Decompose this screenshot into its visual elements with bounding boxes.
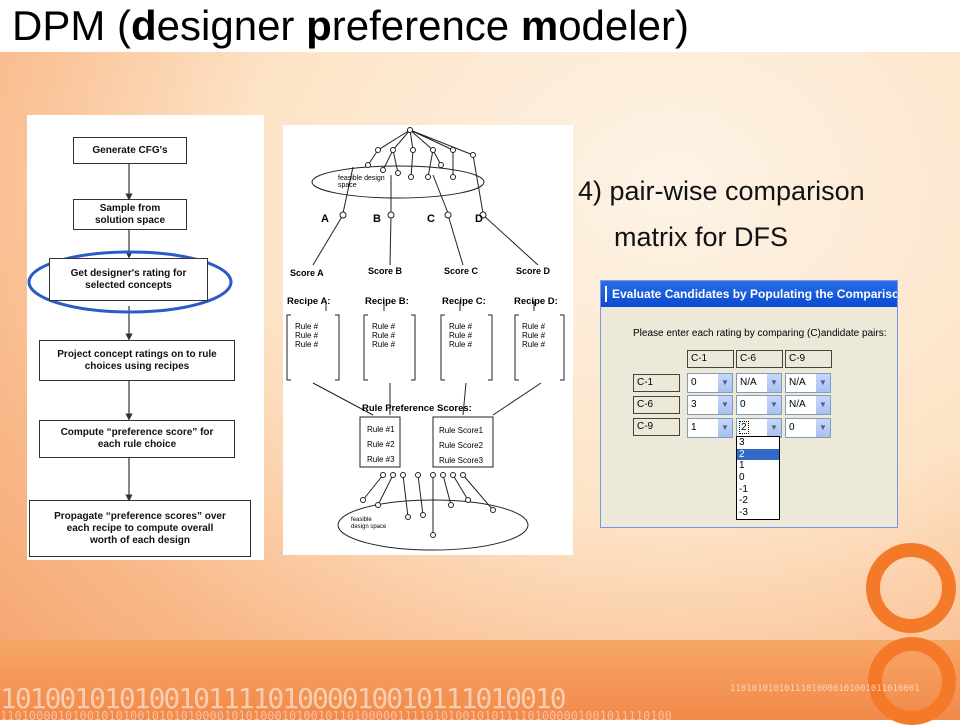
comparison-window: Evaluate Candidates by Populating the Co… xyxy=(600,280,898,528)
chevron-down-icon[interactable]: ▼ xyxy=(718,419,732,437)
recipe-b-rules: Rule #Rule #Rule # xyxy=(372,322,395,349)
rule-num: Rule #3 xyxy=(367,455,395,464)
flowchart-panel: Generate CFG's Sample from solution spac… xyxy=(27,115,264,560)
rule-line: Rule # xyxy=(295,340,319,349)
score-c: Score C xyxy=(444,266,479,276)
rule-line: Rule # xyxy=(522,331,546,340)
slide-title: DPM (designer preference modeler) xyxy=(12,2,689,49)
col-header-c6: C-6 xyxy=(736,350,783,368)
col-header-c9: C-9 xyxy=(785,350,832,368)
rule-num-list: Rule #1 Rule #2 Rule #3 xyxy=(367,422,395,467)
window-titlebar[interactable]: Evaluate Candidates by Populating the Co… xyxy=(601,281,897,307)
feasible-label-bottom: feasible design space xyxy=(351,517,387,530)
rule-score: Rule Score2 xyxy=(439,441,484,450)
rule-line: Rule # xyxy=(295,322,319,331)
rule-line: Rule # xyxy=(449,322,473,331)
dropdown-option[interactable]: -1 xyxy=(739,483,748,495)
row-header-c6: C-6 xyxy=(633,396,680,414)
feasible-label-top: feasible design space xyxy=(338,175,385,189)
decorative-circle-top xyxy=(866,543,956,633)
rating-combo-c1-c6[interactable]: N/A▼ xyxy=(736,373,782,393)
row-header-c1: C-1 xyxy=(633,374,680,392)
rule-line: Rule # xyxy=(522,340,546,349)
highlight-ellipse xyxy=(27,250,233,314)
rating-combo-c6-c1[interactable]: 3▼ xyxy=(687,395,733,415)
flow-step-2: Sample from solution space xyxy=(73,199,187,230)
rule-line: Rule # xyxy=(449,331,473,340)
rating-dropdown-list[interactable]: 3 2 1 0 -1 -2 -3 xyxy=(736,436,780,520)
chevron-down-icon[interactable]: ▼ xyxy=(816,396,830,414)
tree-graphic xyxy=(286,127,565,551)
node-d: D xyxy=(475,213,483,225)
rating-combo-c9-c9[interactable]: 0▼ xyxy=(785,418,831,438)
point-line-2: matrix for DFS xyxy=(614,222,789,252)
recipe-b: Recipe B: xyxy=(365,296,409,307)
rule-pref-title: Rule Preference Scores: xyxy=(362,403,472,414)
chevron-down-icon[interactable]: ▼ xyxy=(718,374,732,392)
node-b: B xyxy=(373,213,381,225)
binary-decoration: 10100101010010111101000010010111010010 xyxy=(0,682,567,715)
rule-line: Rule # xyxy=(372,331,396,340)
recipe-diagram: feasible design space A B C D Score A Sc… xyxy=(283,125,573,555)
rating-combo-c1-c9[interactable]: N/A▼ xyxy=(785,373,831,393)
footer-band xyxy=(0,640,960,720)
flowchart-arrows xyxy=(27,164,233,502)
flow-step-3: Get designer's rating for selected conce… xyxy=(49,258,208,301)
recipe-a: Recipe A: xyxy=(287,296,331,307)
row-header-c9: C-9 xyxy=(633,418,680,436)
rating-combo-c6-c9[interactable]: N/A▼ xyxy=(785,395,831,415)
dropdown-option[interactable]: 0 xyxy=(739,472,745,484)
chevron-down-icon[interactable]: ▼ xyxy=(718,396,732,414)
dropdown-option[interactable]: 3 xyxy=(739,437,745,448)
chevron-down-icon[interactable]: ▼ xyxy=(767,396,781,414)
col-header-c1: C-1 xyxy=(687,350,734,368)
dropdown-option[interactable]: -2 xyxy=(739,495,748,507)
chevron-down-icon[interactable]: ▼ xyxy=(816,419,830,437)
rule-line: Rule # xyxy=(295,331,319,340)
rule-line: Rule # xyxy=(372,322,396,331)
rating-combo-c6-c6[interactable]: 0▼ xyxy=(736,395,782,415)
rule-line: Rule # xyxy=(449,340,473,349)
score-d: Score D xyxy=(516,266,551,276)
flow-step-1: Generate CFG's xyxy=(73,137,187,164)
dropdown-option-selected[interactable]: 2 xyxy=(737,448,779,461)
rule-num: Rule #1 xyxy=(367,425,395,434)
rating-combo-c1-c1[interactable]: 0▼ xyxy=(687,373,733,393)
node-a: A xyxy=(321,213,329,225)
binary-decoration-small: 11010101010111010000101001011010001 xyxy=(730,684,920,694)
flow-step-4: Project concept ratings on to rule choic… xyxy=(39,340,235,381)
rule-line: Rule # xyxy=(372,340,396,349)
chevron-down-icon[interactable]: ▼ xyxy=(767,419,781,437)
recipe-c: Recipe C: xyxy=(442,296,486,307)
recipe-c-rules: Rule #Rule #Rule # xyxy=(449,322,472,349)
point-line-1: 4) pair-wise comparison xyxy=(578,176,865,206)
recipe-d: Recipe D: xyxy=(514,296,558,307)
flow-step-5: Compute “preference score” for each rule… xyxy=(39,420,235,458)
rule-num: Rule #2 xyxy=(367,440,395,449)
window-prompt: Please enter each rating by comparing (C… xyxy=(633,328,887,339)
app-icon xyxy=(605,286,607,302)
rule-score: Rule Score3 xyxy=(439,456,484,465)
chevron-down-icon[interactable]: ▼ xyxy=(816,374,830,392)
node-c: C xyxy=(427,213,435,225)
flow-step-6: Propagate “preference scores” over each … xyxy=(29,500,251,557)
rating-combo-c9-c1[interactable]: 1▼ xyxy=(687,418,733,438)
score-a: Score A xyxy=(290,268,324,278)
rule-line: Rule # xyxy=(522,322,546,331)
rule-score: Rule Score1 xyxy=(439,426,484,435)
binary-decoration-row2: 1101000010100101010010101010000101010001… xyxy=(0,709,672,723)
decorative-circle-bottom xyxy=(868,637,956,725)
recipe-d-rules: Rule #Rule #Rule # xyxy=(522,322,545,349)
dropdown-option[interactable]: 1 xyxy=(739,460,745,472)
recipe-a-rules: Rule #Rule #Rule # xyxy=(295,322,318,349)
window-title: Evaluate Candidates by Populating the Co… xyxy=(612,287,897,301)
chevron-down-icon[interactable]: ▼ xyxy=(767,374,781,392)
rating-combo-c9-c6[interactable]: 2▼ xyxy=(736,418,782,438)
score-b: Score B xyxy=(368,266,403,276)
dropdown-option[interactable]: -3 xyxy=(739,507,748,519)
